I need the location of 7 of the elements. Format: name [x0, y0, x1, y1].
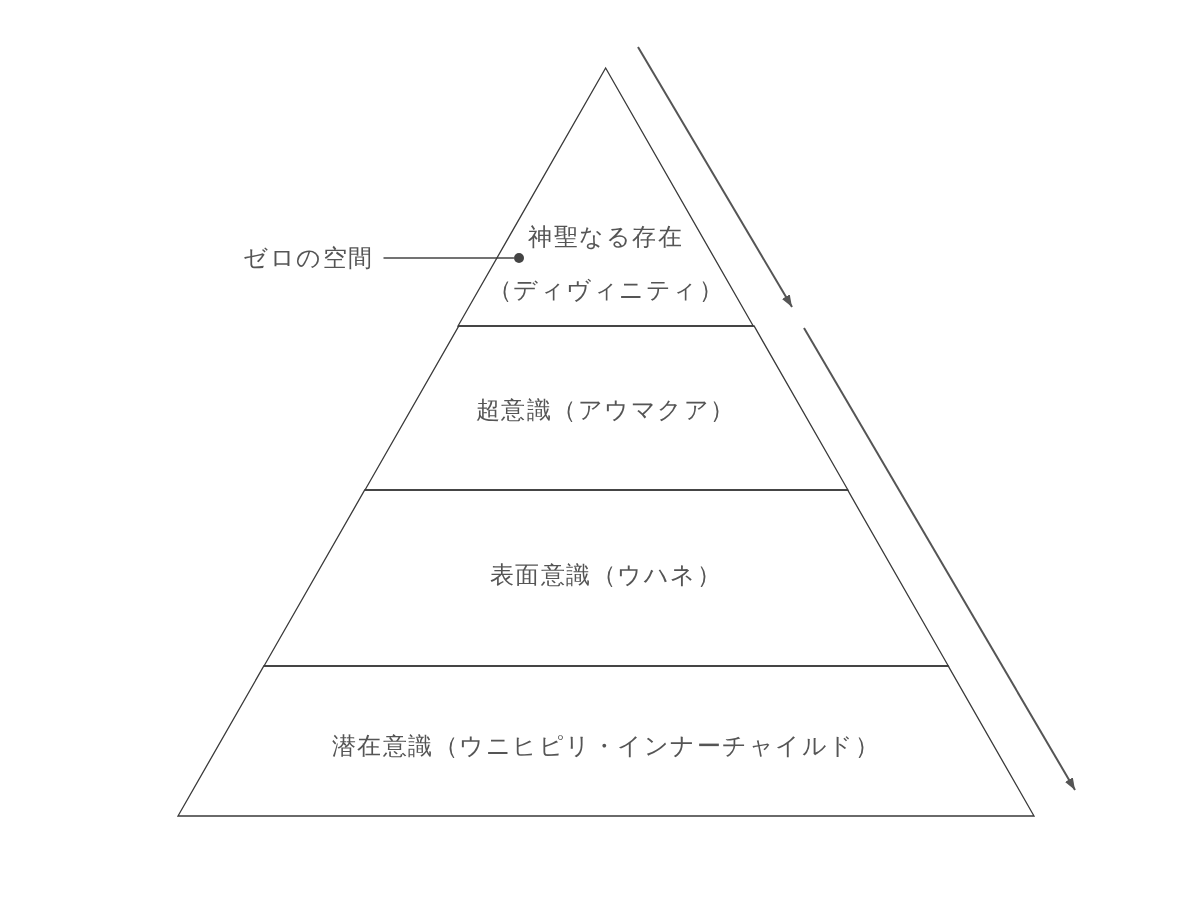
tier-label: 神聖なる存在 — [528, 222, 684, 252]
tier-label: 超意識（アウマクア） — [476, 395, 736, 425]
tier-label: 潜在意識（ウニヒピリ・インナーチャイルド） — [331, 731, 881, 761]
tier-label: 表面意識（ウハネ） — [489, 560, 723, 590]
tier-label: （ディヴィニティ） — [487, 275, 725, 305]
callout-text: ゼロの空間 — [243, 243, 384, 273]
leader-line — [382, 257, 515, 259]
